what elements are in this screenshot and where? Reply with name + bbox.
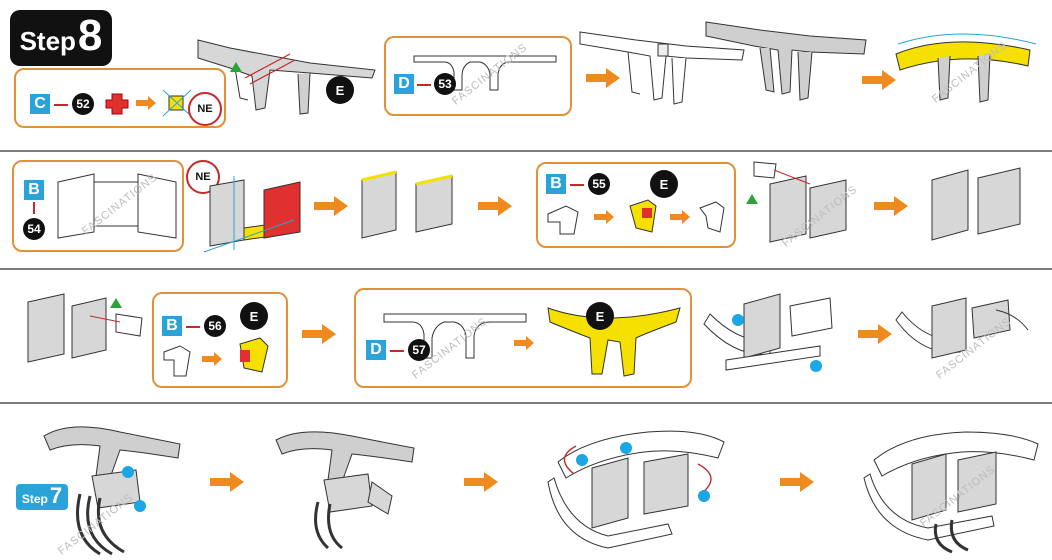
assembly-result-drawing <box>896 290 1036 384</box>
step-arrow <box>210 472 244 492</box>
step-8-badge: Step 8 <box>10 10 112 66</box>
part-letter-d: D <box>394 74 414 94</box>
step-word: Step <box>22 492 48 506</box>
panel-b-54: B 54 <box>12 160 184 252</box>
part-letter-d: D <box>366 340 386 360</box>
blue-dot-marker <box>732 314 744 326</box>
dash <box>54 104 68 106</box>
assembly-clip-drawing <box>20 286 148 372</box>
blue-dot-marker <box>810 360 822 372</box>
step-arrow <box>478 196 512 216</box>
step-number: 7 <box>50 484 62 508</box>
step-7-reference-badge: Step 7 <box>16 484 68 510</box>
step-arrow <box>780 472 814 492</box>
ne-label: NE <box>188 92 222 126</box>
arrow-icon <box>202 352 222 366</box>
dash <box>33 202 35 214</box>
arrow-icon <box>514 336 534 350</box>
arrow-icon <box>670 210 690 224</box>
tag-e: E <box>326 76 354 104</box>
assembly-drawing <box>700 284 846 384</box>
blue-dot-marker <box>576 454 588 466</box>
panel-c-52: C 52 NE <box>14 68 226 128</box>
dash <box>390 350 404 352</box>
part-letter-b: B <box>546 174 566 194</box>
chassis-drawing <box>272 422 422 552</box>
part-number-54: 54 <box>23 218 45 240</box>
part-number-55: 55 <box>588 173 610 195</box>
step-arrow <box>314 196 348 216</box>
clip-flat-icon <box>546 204 580 238</box>
clip-flat-icon <box>162 344 192 380</box>
clip-done-icon <box>694 198 728 238</box>
tag-e: E <box>586 302 614 330</box>
crossbar-part-drawing <box>380 300 530 364</box>
panel-d-57: D 57 E <box>354 288 692 388</box>
part-number-56: 56 <box>204 315 226 337</box>
blue-dot-marker <box>698 490 710 502</box>
blue-dot-marker <box>134 500 146 512</box>
blue-dot-marker <box>122 466 134 478</box>
panel-b-55: B 55 E <box>536 162 736 248</box>
crossbar-yellow-drawing <box>544 294 684 380</box>
row-separator-3 <box>0 402 1052 404</box>
green-triangle-marker <box>230 62 242 72</box>
row-separator-1 <box>0 150 1052 152</box>
dash <box>186 326 200 328</box>
part-number-53: 53 <box>434 73 456 95</box>
step-arrow <box>858 324 892 344</box>
row-separator-2 <box>0 268 1052 270</box>
arrow-icon <box>594 210 614 224</box>
blue-dot-marker <box>620 442 632 454</box>
arrow-icon <box>136 96 156 110</box>
dash <box>417 84 431 86</box>
step-word: Step <box>20 26 76 57</box>
folded-red-drawing <box>204 180 304 260</box>
assembly-result-drawing <box>924 158 1034 248</box>
part-letter-b: B <box>24 180 44 200</box>
part-letter-b: B <box>162 316 182 336</box>
tag-e: E <box>240 302 268 330</box>
part-letter-c: C <box>30 94 50 114</box>
step-arrow <box>302 324 336 344</box>
clip-piece-icon <box>104 92 130 116</box>
folded-drawing <box>356 168 456 248</box>
step-arrow <box>874 196 908 216</box>
step-number: 8 <box>78 10 102 62</box>
part-number-52: 52 <box>72 93 94 115</box>
step-arrow <box>464 472 498 492</box>
assembly-yellow-drawing <box>890 26 1040 106</box>
panel-b-56: B 56 E <box>152 292 288 388</box>
chassis-assembly-drawing <box>548 418 728 554</box>
assembly-drawing-grey <box>700 18 870 108</box>
clip-yellow-icon <box>232 334 276 378</box>
tag-e: E <box>650 170 678 198</box>
clip-yellow-icon <box>622 194 662 240</box>
dash <box>570 184 584 186</box>
chassis-final-drawing <box>862 424 1042 554</box>
